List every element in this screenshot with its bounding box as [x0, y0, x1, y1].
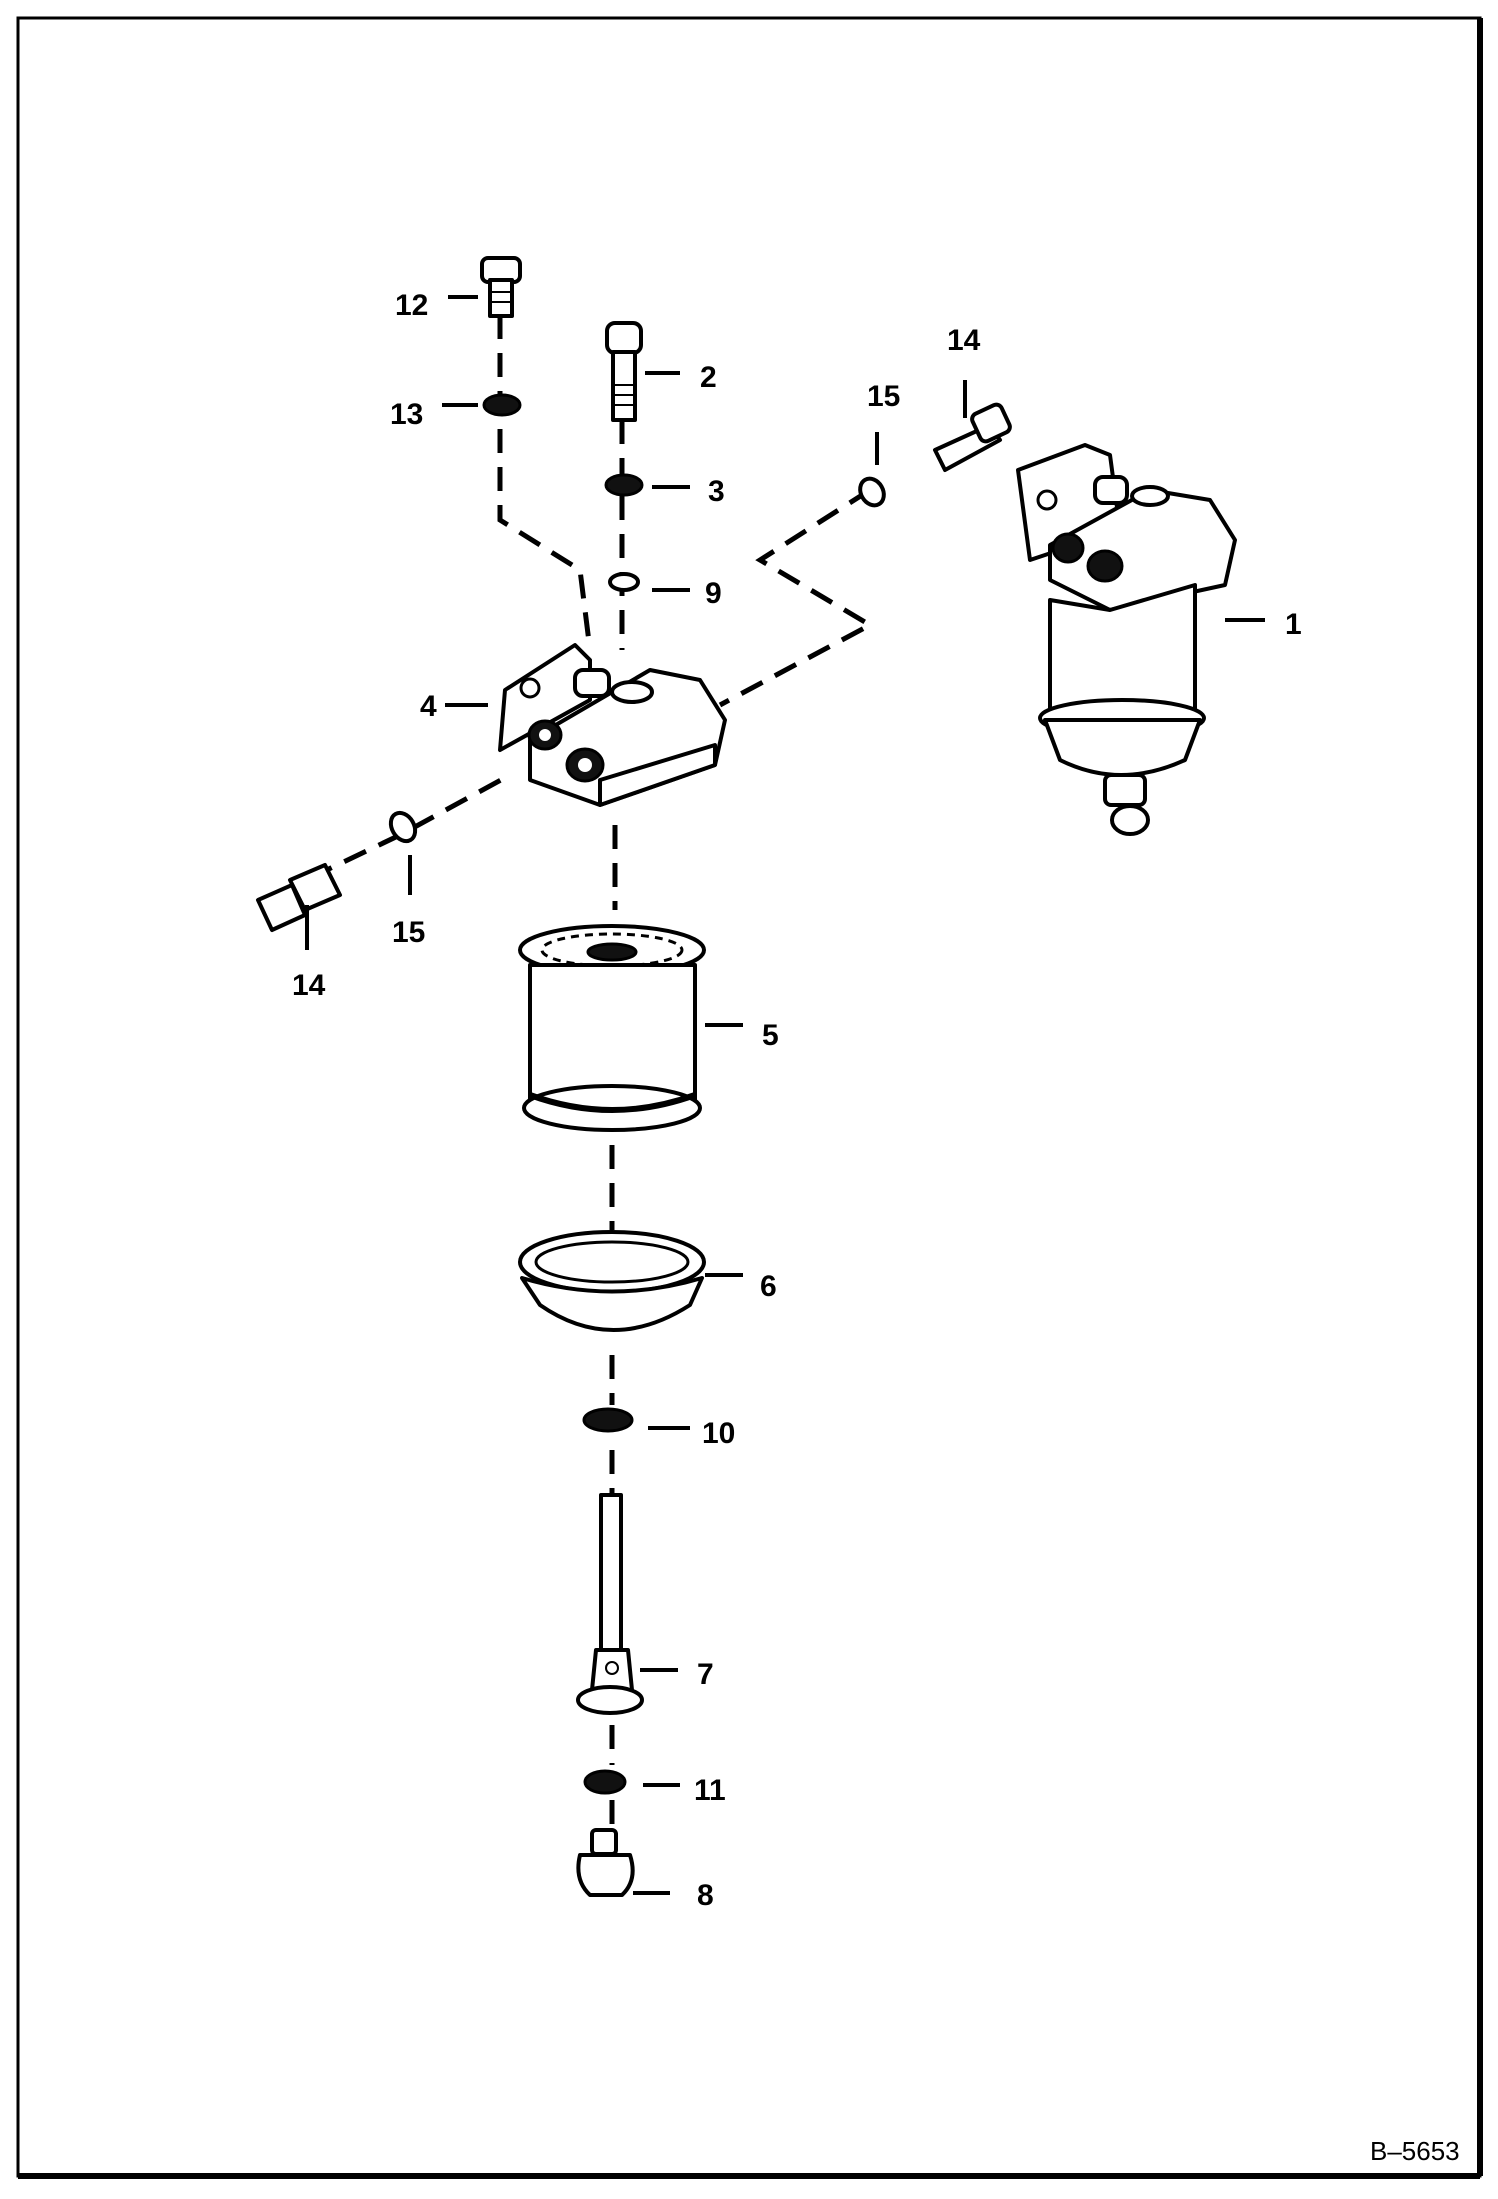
part-7-center-rod	[576, 1493, 644, 1715]
callout-2: 2	[700, 361, 717, 394]
part-4-filter-head	[498, 643, 727, 807]
callout-5: 5	[762, 1019, 779, 1052]
callout-1: 1	[1285, 608, 1302, 641]
part-14-banjo-bolt-left	[256, 863, 342, 932]
callout-4: 4	[420, 690, 437, 723]
page-frame	[16, 16, 1482, 2178]
callout-9: 9	[705, 577, 722, 610]
assembly-line-hose-head	[718, 487, 876, 708]
callout-3: 3	[708, 475, 725, 508]
callout-11: 11	[694, 1774, 726, 1807]
part-8-drain-plug	[576, 1828, 635, 1897]
part-13-washer	[482, 393, 522, 417]
callout-13: 13	[390, 398, 423, 431]
callout-15-top: 15	[867, 380, 900, 413]
part-2-bolt	[605, 321, 643, 422]
part-14-banjo-bolt-top	[933, 402, 1012, 472]
part-6-bowl	[518, 1230, 706, 1332]
part-3-washer	[604, 473, 644, 497]
callout-12: 12	[395, 289, 428, 322]
callout-10: 10	[702, 1417, 735, 1450]
assembly-line-bolt-12	[497, 315, 593, 651]
callout-8: 8	[697, 1879, 714, 1912]
part-15-o-ring-top	[858, 476, 886, 508]
part-1-fuel-filter-assembly	[1016, 443, 1237, 836]
callout-6: 6	[760, 1270, 777, 1303]
callout-14-left: 14	[292, 969, 326, 1002]
figure-code: B–5653	[1370, 2136, 1460, 2166]
part-12-bolt	[480, 256, 522, 318]
callout-labels: 1 2 3 4 5 6 7 8 9 10 11 12 13 14 14 15 1…	[292, 289, 1302, 1912]
part-11-seal	[583, 1769, 627, 1795]
part-5-filter-element	[518, 924, 706, 1132]
callout-7: 7	[697, 1658, 714, 1691]
callout-14-top: 14	[947, 324, 981, 357]
part-15-o-ring-left	[388, 810, 418, 844]
callout-15-left: 15	[392, 916, 425, 949]
part-10-seal	[582, 1407, 634, 1433]
part-9-o-ring	[608, 572, 640, 592]
